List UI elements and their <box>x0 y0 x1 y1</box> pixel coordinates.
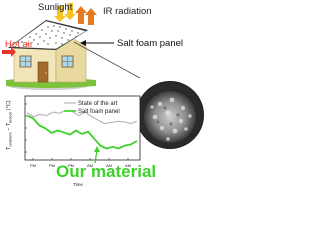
x-tick-label: PM <box>68 163 74 168</box>
x-tick-label: AM <box>87 163 93 168</box>
chart: Tambient − Tindoor (°C) PM PM PM AM AM AM Tim… <box>6 95 141 187</box>
zoom-line <box>73 41 141 79</box>
salt-foam-panel-label: Salt foam panel <box>117 38 184 49</box>
micrograph-label: NaCl + KCl <box>149 70 194 80</box>
panel-dots <box>21 25 79 45</box>
ir-radiation-label: IR radiation <box>103 6 152 17</box>
sunlight-label: Sunlight <box>38 2 73 13</box>
x-tick-label: AM <box>125 163 131 168</box>
series-line-state-of-the-art <box>26 109 138 125</box>
door <box>37 61 49 83</box>
x-tick-labels: PM PM PM AM AM AM <box>30 163 131 168</box>
salt-foam-panel <box>9 20 87 50</box>
legend-label-salt-foam-panel: Salt foam panel <box>78 109 120 115</box>
hot-air-arrows <box>2 47 16 57</box>
y-axis-ticks <box>25 103 27 153</box>
y-axis-label: Tambient − Tindoor (°C) <box>6 100 13 150</box>
sunlight-arrows <box>54 3 76 22</box>
our-material-label: Our material <box>56 162 157 181</box>
legend-label-state-of-the-art: State of the art <box>78 101 118 107</box>
series-line-salt-foam-panel <box>26 114 138 150</box>
x-tick-label: AM <box>106 163 112 168</box>
scale-bar-label: 10 μm <box>167 152 188 161</box>
x-tick-label: PM <box>49 163 55 168</box>
ir-radiation-arrows <box>75 6 97 25</box>
house-illustration: Tambient − Tindoor (°C) PM PM PM AM AM AM Tim… <box>2 3 204 187</box>
sem-micrograph <box>137 82 203 148</box>
x-axis-label: Time <box>73 182 83 187</box>
hot-air-label: Hot air <box>5 39 33 50</box>
x-tick-label: PM <box>30 163 36 168</box>
highlight-arrow <box>94 149 98 164</box>
chart-legend: State of the art Salt foam panel <box>64 101 120 115</box>
x-axis-ticks <box>32 158 129 160</box>
